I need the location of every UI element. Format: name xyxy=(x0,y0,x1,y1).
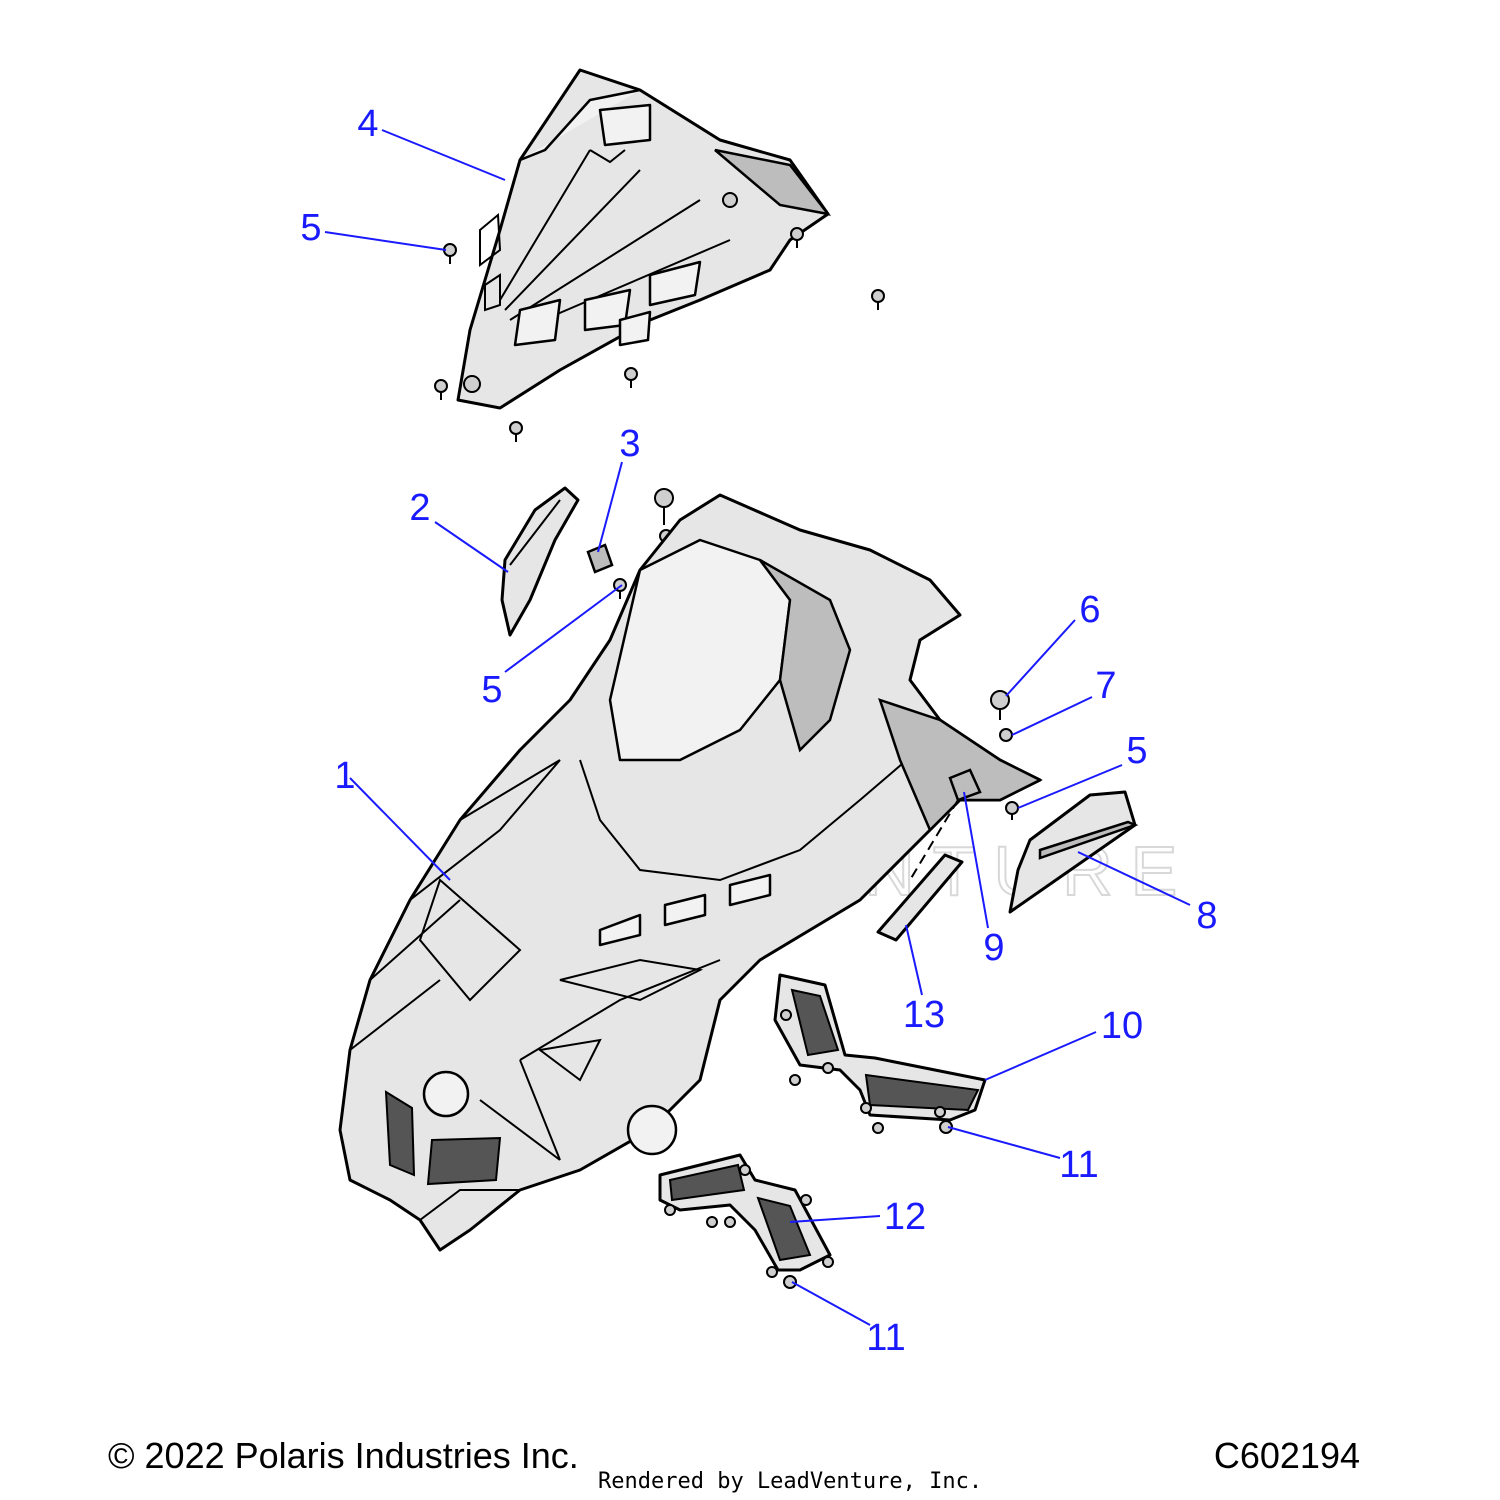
part-4-windshield xyxy=(456,68,832,410)
leader-lines xyxy=(324,129,1191,1326)
diagram-code: C602194 xyxy=(1214,1435,1360,1476)
callout-10: 10 xyxy=(1101,1005,1143,1047)
callout-2: 2 xyxy=(409,487,430,529)
callout-5: 5 xyxy=(481,669,502,711)
callout-4: 4 xyxy=(357,103,378,145)
callout-11: 11 xyxy=(1059,1144,1098,1186)
part-9-bracket xyxy=(909,768,982,881)
callout-13: 13 xyxy=(903,994,945,1036)
copyright-text: © 2022 Polaris Industries Inc. xyxy=(108,1435,579,1476)
part-3-clip xyxy=(586,543,614,574)
part-13-strip xyxy=(876,853,964,942)
part-11-nut-lower xyxy=(783,1275,797,1289)
screw-icon xyxy=(624,367,638,388)
screws-part-4 xyxy=(434,227,885,442)
callout-1: 1 xyxy=(334,755,355,797)
callout-7: 7 xyxy=(1095,665,1116,707)
part-12-vent xyxy=(658,1153,834,1278)
footer: © 2022 Polaris Industries Inc. Rendered … xyxy=(108,1435,1360,1494)
callout-3: 3 xyxy=(619,423,640,465)
callout-8: 8 xyxy=(1196,895,1217,937)
screw-icon xyxy=(1005,801,1019,820)
screw-icon xyxy=(434,379,448,400)
part-7-nut xyxy=(999,728,1013,742)
callout-6: 6 xyxy=(1079,589,1100,631)
part-10-vent xyxy=(773,973,987,1134)
screw-icon xyxy=(509,421,523,442)
callout-5: 5 xyxy=(1126,730,1147,772)
part-6-eyebolt xyxy=(990,690,1010,720)
part-8-side-panel xyxy=(1008,790,1139,914)
part-11-nut-upper xyxy=(939,1120,953,1134)
screw-icon xyxy=(790,227,804,248)
callout-9: 9 xyxy=(983,927,1004,969)
callout-12: 12 xyxy=(884,1196,926,1238)
part-1-hood xyxy=(338,493,1043,1252)
callout-5: 5 xyxy=(300,207,321,249)
callout-11: 11 xyxy=(866,1317,905,1359)
rendered-by-text: Rendered by LeadVenture, Inc. xyxy=(598,1469,982,1494)
screw-icon xyxy=(871,289,885,310)
screw-icon xyxy=(443,243,457,264)
callouts: 4 5 3 2 5 6 7 5 1 8 9 13 10 11 12 11 xyxy=(300,103,1217,1359)
part-2-side-trim xyxy=(500,486,580,637)
